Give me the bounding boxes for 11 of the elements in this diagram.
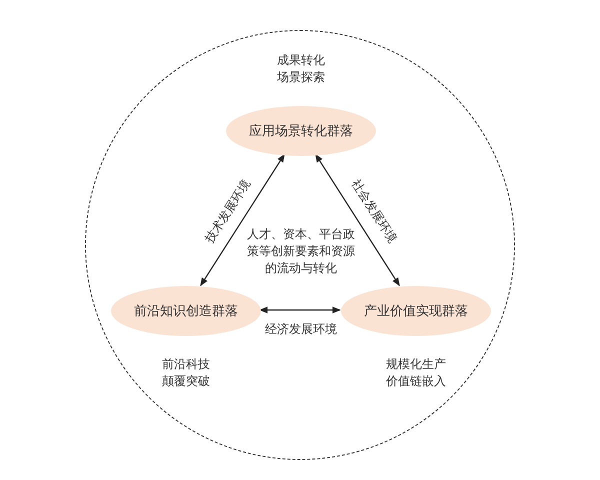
node-label: 前沿知识创造群落 [134, 303, 238, 320]
double-arrow [259, 306, 341, 314]
annotation-text: 成果转化场景探索 [276, 52, 326, 86]
double-arrow [200, 154, 285, 286]
node-label: 产业价值实现群落 [364, 303, 468, 320]
double-arrow [315, 154, 400, 286]
annotation-text: 前沿科技颠覆突破 [161, 356, 211, 390]
node-label: 应用场景转化群落 [249, 123, 353, 140]
annotation-text: 规模化生产价值链嵌入 [385, 356, 447, 390]
edge-label: 经济发展环境 [263, 320, 339, 338]
dashed-boundary-circle [85, 30, 515, 460]
